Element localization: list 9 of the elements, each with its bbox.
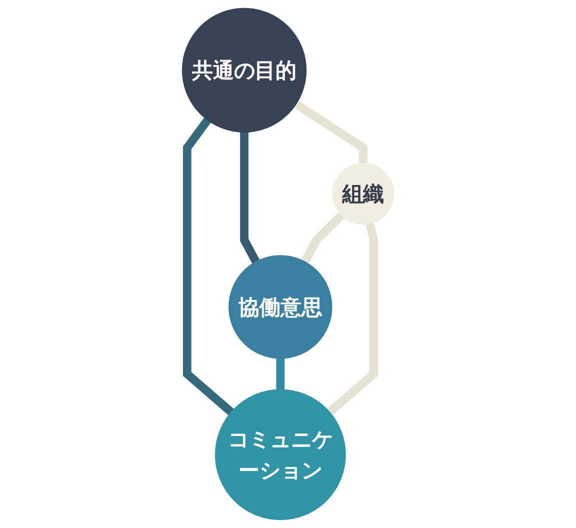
connector (301, 212, 344, 264)
connector (326, 222, 378, 416)
connector (240, 132, 260, 264)
node-circle: 共通の目的 (182, 8, 307, 133)
node-circle: 協働意思 (228, 255, 332, 359)
node-circle: コミュニケーション (214, 389, 346, 520)
connector (182, 117, 234, 416)
connector (294, 100, 368, 164)
connector (276, 358, 285, 390)
